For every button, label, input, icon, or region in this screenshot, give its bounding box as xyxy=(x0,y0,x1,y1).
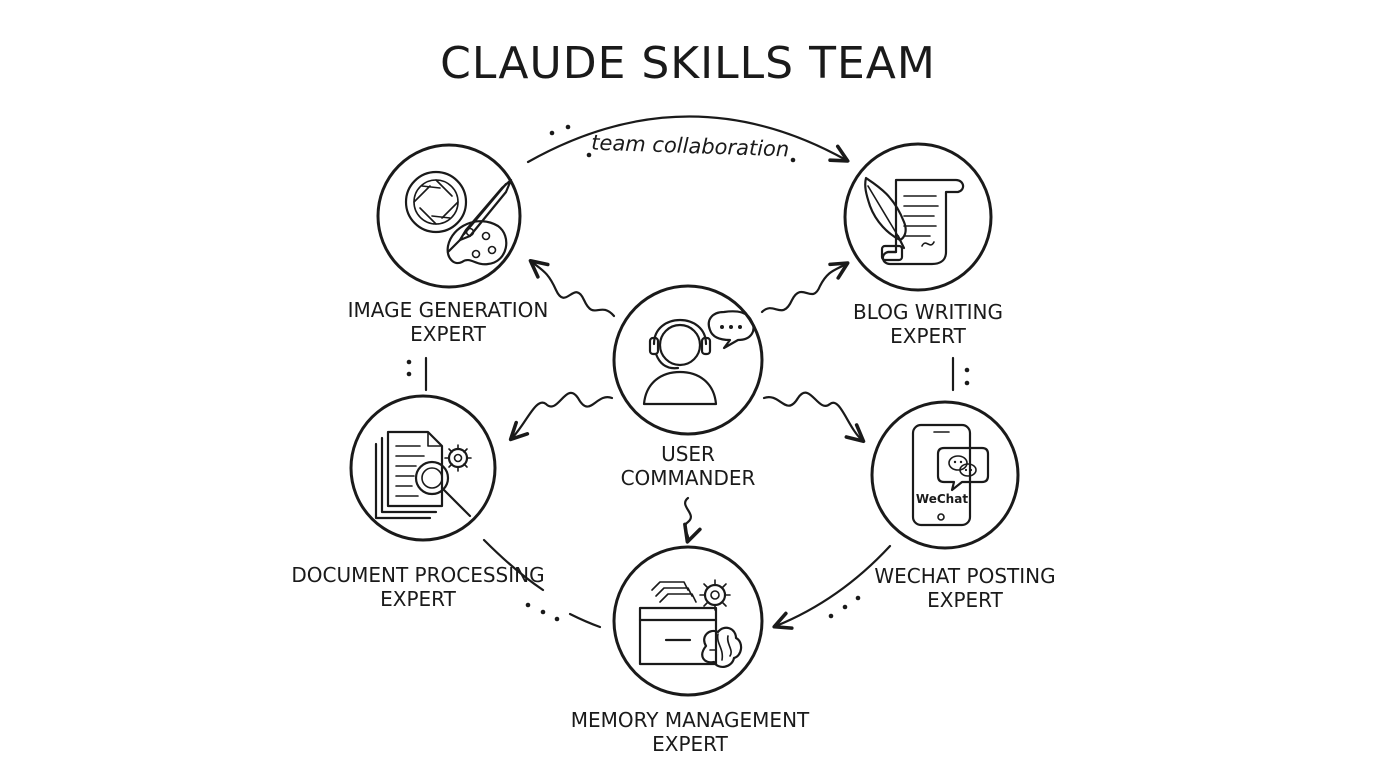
phone-chat-icon: WeChat xyxy=(911,423,990,527)
arrow-to-document xyxy=(508,391,614,442)
collaboration-dots xyxy=(549,124,796,163)
user-commander-label-2: COMMANDER xyxy=(621,466,756,490)
image-generation-node[interactable] xyxy=(376,143,522,289)
left-lower-connector xyxy=(482,538,602,629)
wechat-posting-label-2: EXPERT xyxy=(927,588,1003,612)
blog-writing-node[interactable] xyxy=(843,142,993,292)
quill-scroll-icon xyxy=(864,176,965,266)
documents-magnifier-icon xyxy=(374,430,472,520)
camera-palette-icon xyxy=(404,170,513,266)
right-upper-connector xyxy=(951,356,970,392)
arrow-to-blog xyxy=(760,261,850,314)
document-processing-label-2: EXPERT xyxy=(380,587,456,611)
left-upper-connector xyxy=(406,356,428,392)
file-box-brain-icon xyxy=(638,579,743,668)
image-generation-label-2: EXPERT xyxy=(410,322,486,346)
document-processing-node[interactable] xyxy=(349,394,497,542)
memory-management-node[interactable] xyxy=(612,545,764,697)
collaboration-arc xyxy=(526,115,850,164)
diagram-title: CLAUDE SKILLS TEAM xyxy=(440,38,936,89)
arrow-to-image xyxy=(528,258,616,318)
headset-user-icon xyxy=(642,310,755,406)
arrow-to-wechat xyxy=(762,391,866,444)
memory-management-label-2: EXPERT xyxy=(652,732,728,756)
user-commander-node xyxy=(612,284,764,436)
image-generation-label-1: IMAGE GENERATION xyxy=(348,298,549,322)
blog-writing-label-1: BLOG WRITING xyxy=(853,300,1003,324)
arrow-to-memory xyxy=(683,496,702,544)
wechat-posting-node[interactable]: WeChat xyxy=(870,400,1020,550)
collaboration-label: team collaboration xyxy=(591,131,790,162)
wechat-badge-text: WeChat xyxy=(916,492,968,506)
wechat-posting-label-1: WECHAT POSTING xyxy=(874,564,1055,588)
document-processing-label-1: DOCUMENT PROCESSING xyxy=(291,563,544,587)
blog-writing-label-2: EXPERT xyxy=(890,324,966,348)
right-lower-connector xyxy=(772,544,892,630)
user-commander-label-1: USER xyxy=(661,442,715,466)
memory-management-label-1: MEMORY MANAGEMENT xyxy=(571,708,810,732)
